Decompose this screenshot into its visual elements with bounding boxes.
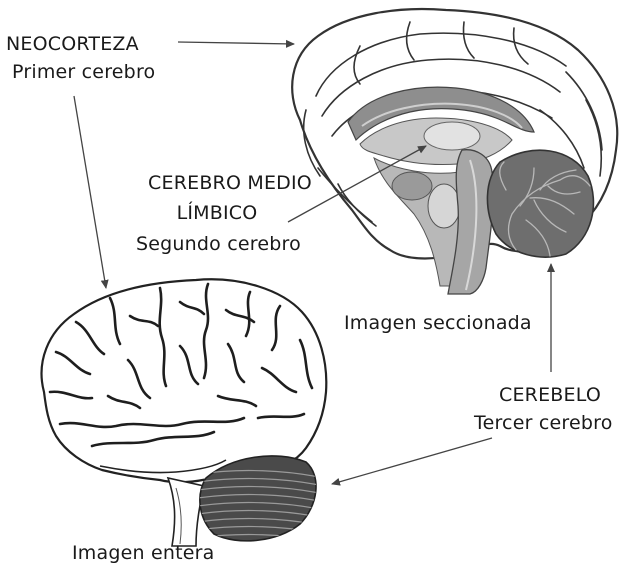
- thalamus: [424, 122, 480, 150]
- sectioned-cerebellum: [487, 150, 593, 257]
- label-primer-cerebro: Primer cerebro: [12, 60, 155, 84]
- label-tercer-cerebro: Tercer cerebro: [474, 411, 613, 435]
- label-neocorteza: NEOCORTEZA: [6, 32, 139, 56]
- label-imagen-seccionada: Imagen seccionada: [344, 311, 532, 335]
- label-segundo-cerebro: Segundo cerebro: [136, 232, 301, 256]
- sectioned-brain-illustration: [292, 9, 617, 294]
- whole-brainstem: [168, 478, 204, 546]
- arrow-tercer-to-whole: [332, 438, 492, 484]
- label-cerebelo: CEREBELO: [480, 383, 620, 407]
- arrow-primer-to-whole: [74, 96, 106, 288]
- label-limbico: LÍMBICO: [152, 201, 282, 225]
- whole-cortex-outline: [42, 279, 327, 482]
- arrow-neocorteza-to-section: [178, 42, 294, 44]
- label-imagen-entera: Imagen entera: [72, 541, 215, 565]
- whole-brain-illustration: [42, 279, 327, 546]
- label-cerebro-medio: CEREBRO MEDIO: [120, 171, 340, 195]
